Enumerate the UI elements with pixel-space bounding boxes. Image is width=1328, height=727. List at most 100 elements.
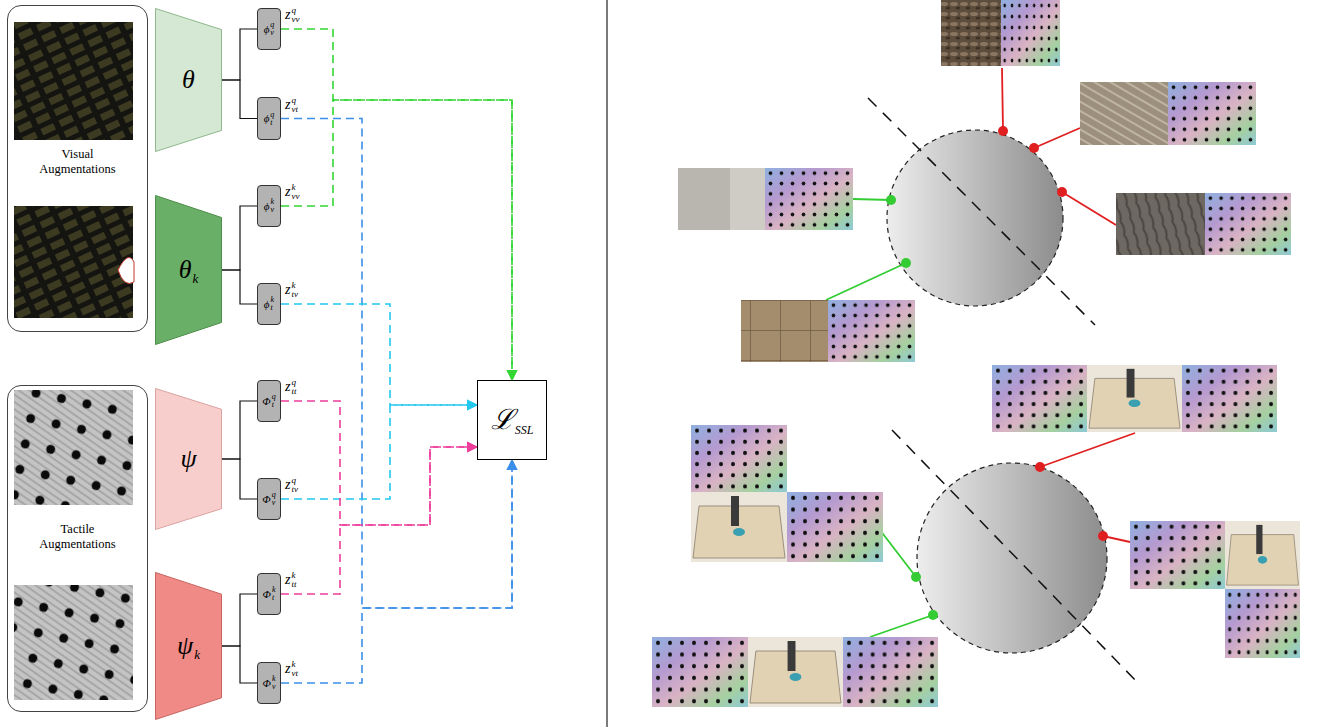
leader-line bbox=[880, 530, 916, 577]
math-symbol: θ bbox=[182, 67, 195, 93]
bracket-connector bbox=[222, 29, 257, 80]
math-symbol: ϕ bbox=[264, 299, 270, 310]
glove-shape bbox=[118, 258, 134, 284]
sample-dot bbox=[1057, 187, 1067, 197]
bracket-connector bbox=[222, 594, 257, 646]
tactile-thumbnail bbox=[1182, 365, 1277, 432]
subscript: vv bbox=[291, 192, 299, 201]
projection-head: ϕqv bbox=[257, 8, 281, 50]
math-expression: zkvt bbox=[285, 660, 298, 678]
math-expression: zktt bbox=[285, 571, 296, 589]
photo-thumbnail bbox=[1080, 82, 1168, 145]
photo-thumbnail bbox=[730, 168, 765, 230]
superscript: q bbox=[270, 21, 274, 29]
math-symbol: z bbox=[285, 573, 290, 587]
panel-caption: Tactile Augmentations bbox=[26, 522, 130, 552]
tactile-dots bbox=[14, 585, 133, 700]
script-stack: kt bbox=[272, 586, 276, 602]
math-expression: zqvv bbox=[285, 6, 299, 24]
script-stack: qvt bbox=[291, 96, 298, 114]
math-expression: zktv bbox=[285, 281, 298, 299]
panel-caption: Visual Augmentations bbox=[26, 147, 130, 177]
embedding-label: zqtt bbox=[285, 377, 296, 396]
embedding-label: zqvv bbox=[285, 5, 299, 24]
superscript: k bbox=[271, 198, 275, 206]
subscript: k bbox=[193, 272, 199, 285]
math-expression: Φkv bbox=[263, 675, 276, 691]
script-stack: qtv bbox=[291, 476, 298, 494]
photo-thumbnail bbox=[691, 492, 787, 562]
math-symbol: Φ bbox=[263, 589, 271, 600]
sample-dot bbox=[911, 572, 921, 582]
superscript: q bbox=[291, 378, 296, 387]
photo-thumbnail bbox=[678, 168, 765, 230]
subscript: v bbox=[272, 683, 276, 691]
script-stack: kv bbox=[272, 675, 276, 691]
bracket-connector bbox=[222, 206, 257, 270]
leader-line bbox=[870, 615, 933, 637]
math-symbol: ψ bbox=[180, 446, 196, 472]
subscript: v bbox=[270, 29, 274, 37]
tactile-thumbnail bbox=[691, 425, 787, 492]
encoder-trapezoid: ψk bbox=[155, 572, 222, 720]
decision-boundary bbox=[868, 98, 1095, 325]
visual-images bbox=[14, 22, 134, 318]
subscript: vv bbox=[291, 15, 299, 24]
script-stack: qt bbox=[270, 111, 274, 127]
tactile-thumbnail bbox=[828, 300, 915, 362]
trapezoid-shape bbox=[156, 573, 222, 720]
script-stack: kt bbox=[271, 296, 275, 312]
superscript: q bbox=[291, 476, 298, 485]
tactile-thumbnail bbox=[765, 168, 853, 230]
math-symbol: ℒ bbox=[491, 406, 514, 434]
subscript: tv bbox=[291, 290, 298, 299]
subscript: t bbox=[271, 304, 275, 312]
subscript: SSL bbox=[515, 424, 534, 436]
superscript: k bbox=[291, 183, 299, 192]
script-stack: kv bbox=[271, 198, 275, 214]
superscript: k bbox=[291, 281, 298, 290]
math-symbol: z bbox=[285, 185, 290, 199]
tactile-thumbnail bbox=[992, 365, 1087, 432]
math-symbol: ϕ bbox=[264, 24, 270, 35]
subscript: vt bbox=[291, 105, 298, 114]
photo-thumbnail bbox=[741, 300, 828, 362]
superscript: q bbox=[291, 6, 299, 15]
subscript: tt bbox=[291, 580, 296, 589]
superscript: k bbox=[291, 571, 296, 580]
sample-dot bbox=[1098, 531, 1108, 541]
leader-line bbox=[1002, 68, 1003, 131]
superscript: q bbox=[272, 393, 276, 401]
math-symbol: z bbox=[285, 380, 290, 394]
math-expression: Φkt bbox=[263, 586, 276, 602]
tactile-thumbnail bbox=[1130, 521, 1225, 589]
encoder-trapezoid: θk bbox=[155, 195, 222, 345]
embedding-sphere-bottom bbox=[652, 365, 1300, 707]
encoder-trapezoid: ψ bbox=[155, 388, 222, 530]
embedding-label: zktt bbox=[285, 570, 296, 589]
math-expression: ℒSSL bbox=[491, 406, 534, 434]
encoder-trapezoid: θ bbox=[155, 8, 222, 152]
visual-image bbox=[14, 22, 133, 140]
superscript: k bbox=[291, 660, 298, 669]
subscript: tt bbox=[291, 387, 296, 396]
sample-dot bbox=[928, 610, 938, 620]
tactile-thumbnail bbox=[843, 637, 938, 707]
tactile-texture bbox=[14, 585, 133, 700]
tactile-thumbnail bbox=[787, 492, 883, 562]
subscript: tv bbox=[291, 485, 298, 494]
embedding-label: zqvt bbox=[285, 95, 298, 114]
math-symbol: z bbox=[285, 478, 290, 492]
superscript: q bbox=[270, 111, 274, 119]
tactile-images bbox=[14, 390, 133, 700]
math-expression: ψ bbox=[180, 446, 196, 472]
superscript: k bbox=[271, 296, 275, 304]
projection-head: ϕkv bbox=[257, 185, 281, 227]
tactile-texture bbox=[14, 390, 133, 505]
separator-line bbox=[606, 0, 607, 727]
subscript: vt bbox=[291, 669, 298, 678]
photo-thumbnail bbox=[748, 637, 843, 707]
math-symbol: z bbox=[285, 8, 290, 22]
photo-thumbnail bbox=[1225, 521, 1300, 589]
sphere bbox=[917, 463, 1107, 653]
